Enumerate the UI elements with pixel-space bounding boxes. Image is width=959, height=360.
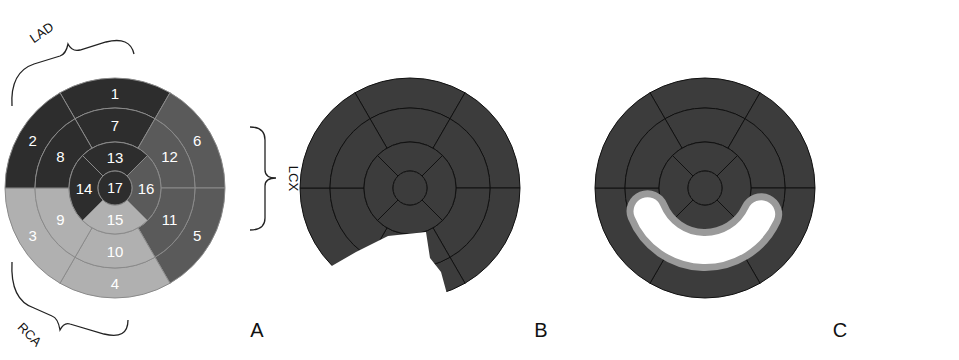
apex-segment (688, 171, 722, 205)
bullseye-a (5, 78, 225, 298)
segment-number: 10 (107, 244, 124, 259)
segment-number: 4 (111, 276, 119, 291)
segment-number: 15 (107, 212, 124, 227)
segment-number: 8 (56, 149, 64, 164)
segment-number: 11 (162, 212, 178, 227)
apex-segment (393, 171, 427, 205)
bullseye-b (300, 78, 520, 302)
segment-number: 17 (107, 181, 123, 195)
segment-number: 6 (193, 133, 201, 148)
lcx-bracket (250, 127, 276, 230)
panel-letter: C (833, 320, 847, 340)
segment-number: 16 (138, 181, 155, 196)
segment-number: 2 (29, 133, 37, 148)
segment-number: 5 (193, 228, 201, 243)
scar-border-zone (648, 211, 762, 250)
segment-number: 9 (56, 212, 64, 227)
segment-number: 12 (161, 149, 178, 164)
segment-number: 14 (76, 181, 93, 196)
panel-letter: A (250, 320, 263, 340)
bullseye-c (595, 78, 815, 298)
panel-letter: B (534, 320, 547, 340)
segment-number: 13 (107, 150, 124, 165)
perfusion-defect (328, 232, 448, 302)
lad-bracket (12, 41, 134, 107)
segment-number: 7 (111, 118, 119, 133)
artery-label: LCX (288, 165, 301, 190)
scar-core (648, 211, 762, 250)
artery-label: LAD (28, 19, 56, 44)
segment-number: 3 (29, 228, 37, 243)
apex-segment (98, 171, 132, 205)
segment-number: 1 (111, 86, 119, 101)
artery-label: RCA (16, 320, 45, 349)
